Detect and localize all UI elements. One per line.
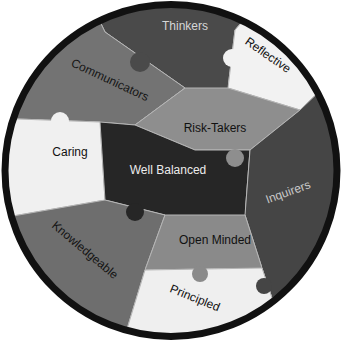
piece-outline: [0, 0, 185, 125]
piece-outline: [145, 215, 262, 270]
piece-outline: [120, 268, 290, 341]
trait-label: Caring: [52, 145, 87, 159]
puzzle-piece: Communicators: [0, 0, 185, 125]
outer-ring: [5, 5, 337, 337]
trait-label: Thinkers: [162, 19, 208, 33]
puzzle-piece: Principled: [120, 268, 290, 341]
puzzle-piece: Open Minded: [145, 215, 262, 270]
piece-outline: [100, 122, 250, 215]
piece-shape: [0, 0, 185, 125]
trait-label: Well Balanced: [130, 163, 207, 177]
puzzle-knob: [192, 266, 208, 282]
puzzle-knob: [126, 203, 144, 221]
trait-label: Open Minded: [179, 233, 251, 247]
puzzle-knob: [223, 49, 241, 67]
puzzle-knob: [51, 112, 69, 130]
puzzle-piece: Well Balanced: [100, 122, 250, 215]
puzzle-knob: [130, 52, 150, 72]
puzzle-knob: [226, 149, 244, 167]
puzzle-knob: [256, 278, 272, 294]
trait-label: Risk-Takers: [184, 121, 247, 135]
